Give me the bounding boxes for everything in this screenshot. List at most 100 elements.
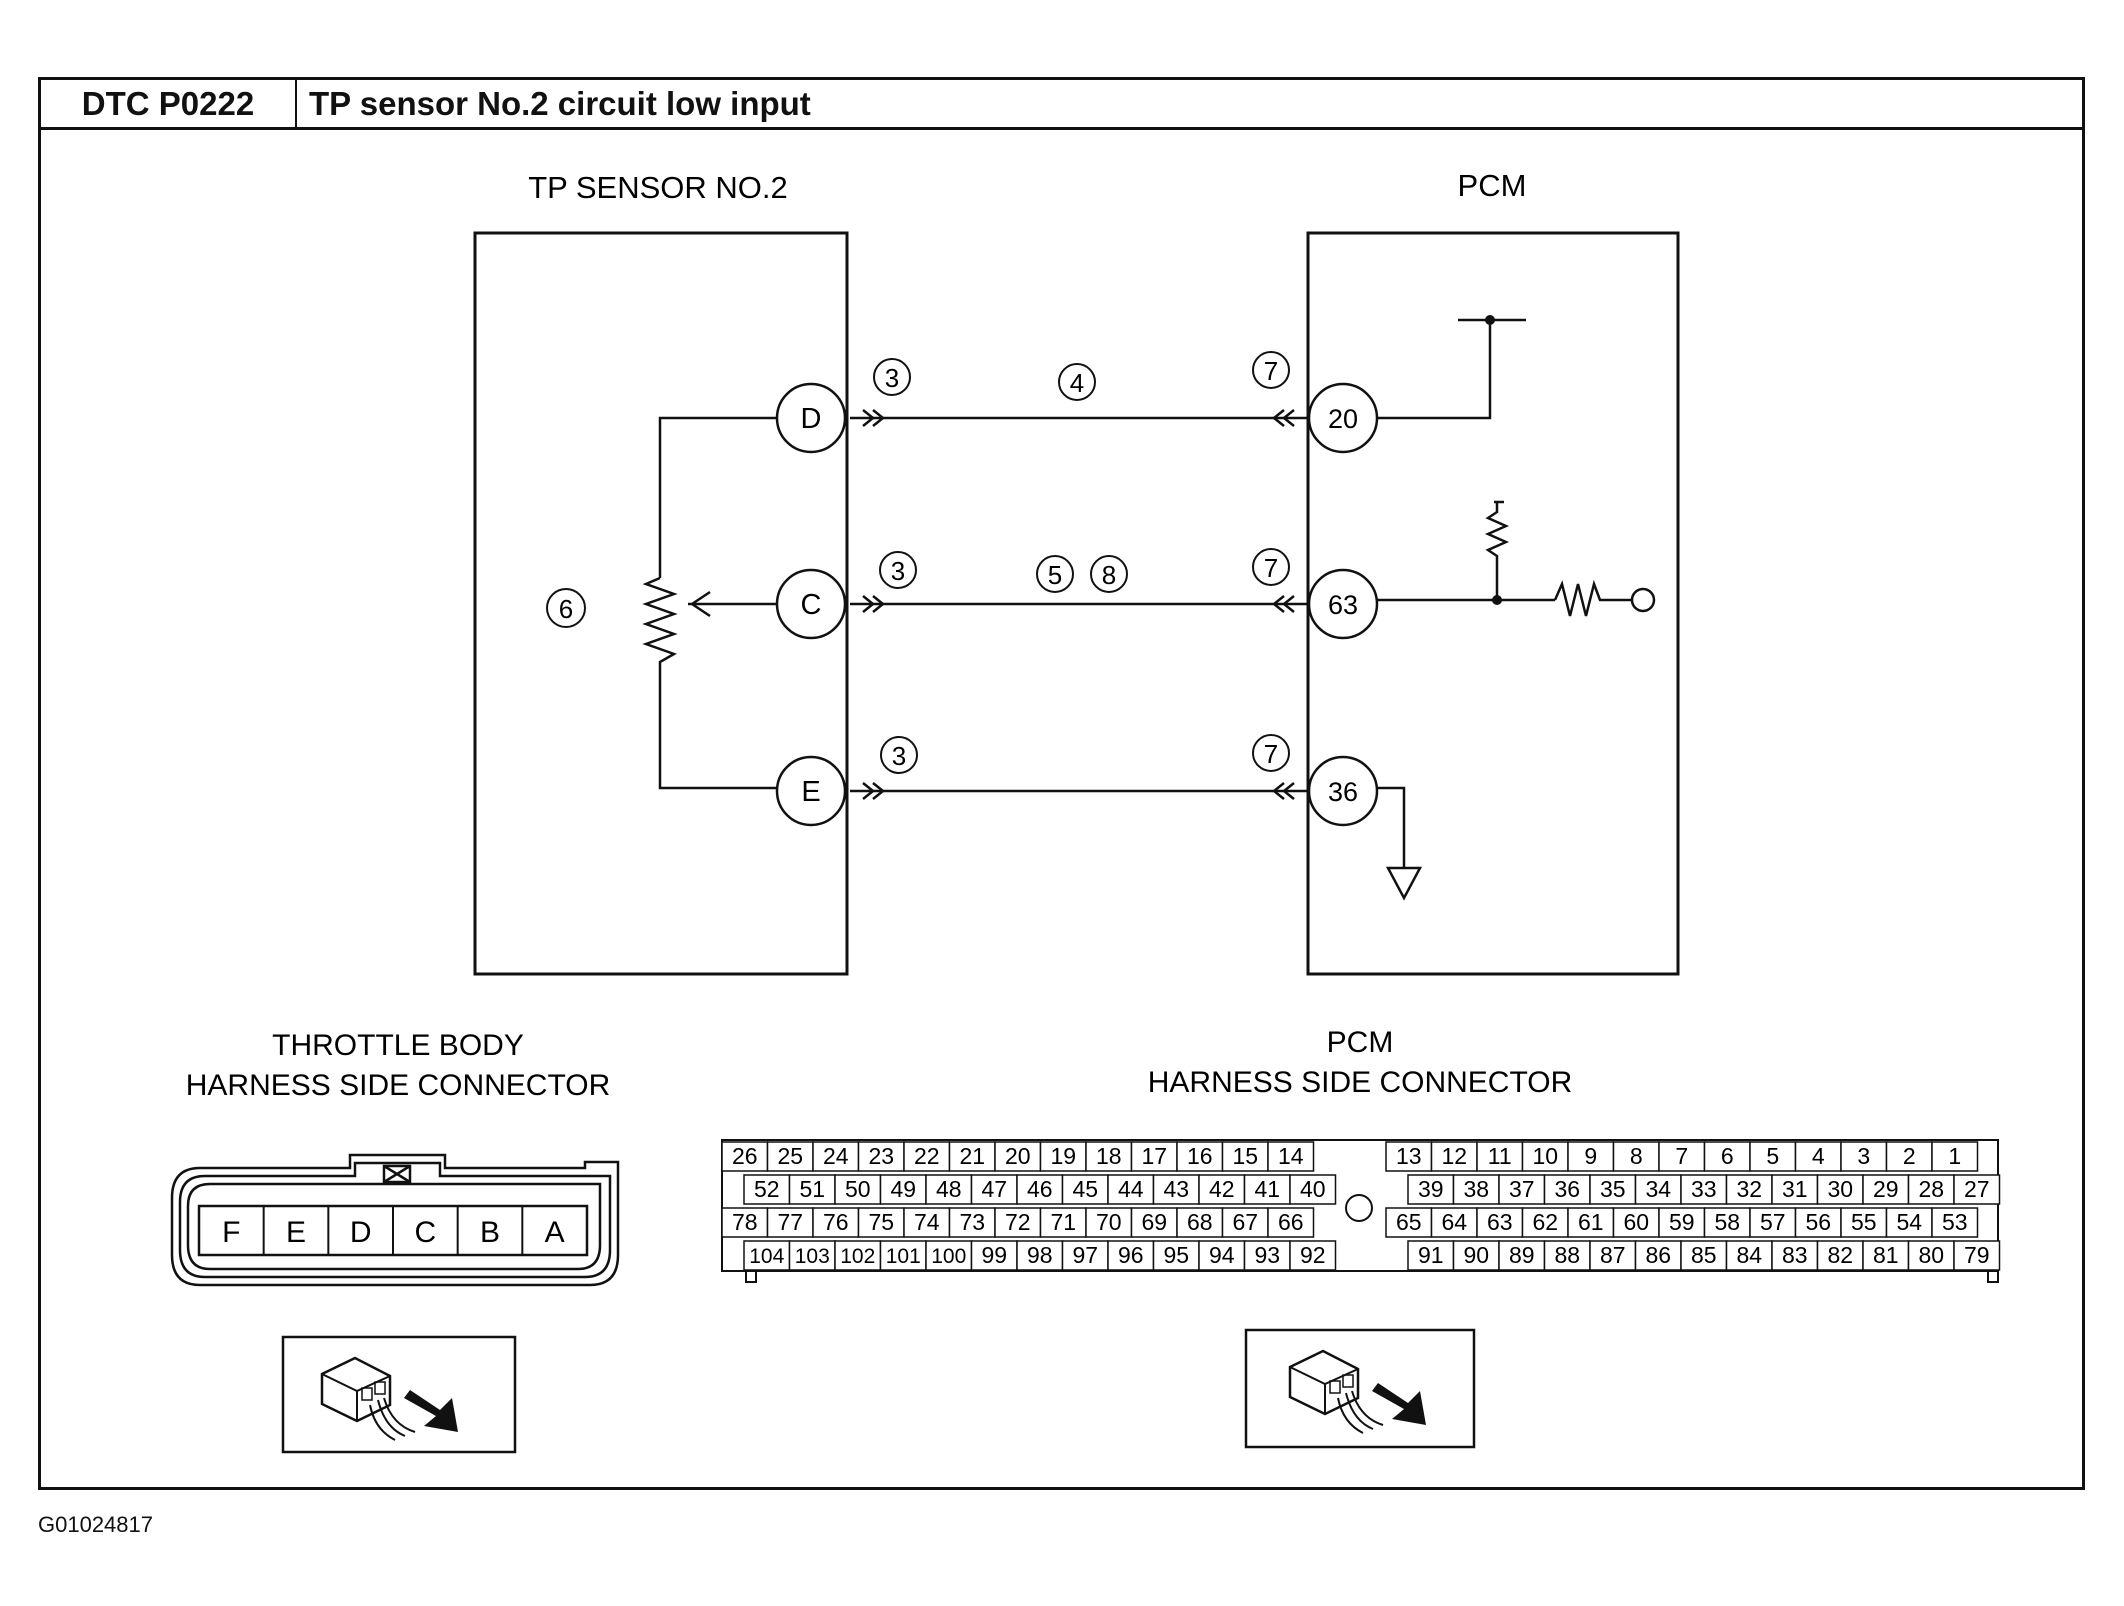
pcm-cell	[857, 1141, 905, 1172]
pcm-connector-label-2: HARNESS SIDE CONNECTOR	[1148, 1066, 1573, 1099]
figure-id: G01024817	[38, 1512, 153, 1537]
pcm-cell-5: 5	[1766, 1143, 1779, 1169]
pcm-cell	[1658, 1141, 1706, 1172]
pcm-cell-22: 22	[914, 1143, 940, 1169]
pcm-cell	[1612, 1141, 1660, 1172]
harness-wires	[850, 416, 1308, 793]
pcm-cell-13: 13	[1396, 1143, 1422, 1169]
pcm-cell-104: 104	[749, 1245, 784, 1268]
pcm-cell-54: 54	[1896, 1209, 1922, 1235]
pcm-cell-32: 32	[1736, 1176, 1762, 1202]
pcm-cell-92: 92	[1300, 1242, 1326, 1268]
pcm-junction-top	[1485, 315, 1495, 325]
pcm-cell-69: 69	[1141, 1209, 1167, 1235]
pcm-cell-11: 11	[1488, 1143, 1512, 1169]
callout-6-label: 6	[559, 594, 573, 624]
pcm-cell-56: 56	[1805, 1209, 1831, 1235]
pcm-cell-26: 26	[732, 1143, 758, 1169]
pcm-cell	[1452, 1240, 1500, 1271]
pcm-cell	[1931, 1207, 1979, 1238]
pcm-cell	[1061, 1240, 1109, 1271]
pcm-cell	[1953, 1174, 2001, 1205]
pcm-cell-101: 101	[886, 1245, 921, 1268]
pcm-cell	[1907, 1240, 1955, 1271]
pcm-cell-78: 78	[732, 1209, 758, 1235]
callout-8	[1090, 555, 1128, 593]
pcm-pin-63-label: 63	[1328, 590, 1358, 620]
pcm-cell	[1039, 1207, 1087, 1238]
pcm-cell-94: 94	[1209, 1242, 1235, 1268]
pcm-cell	[1289, 1174, 1337, 1205]
pcm-cell-86: 86	[1645, 1242, 1671, 1268]
callout-4-label: 4	[1070, 368, 1084, 398]
pcm-cell	[1862, 1240, 1910, 1271]
pcm-cell	[834, 1174, 882, 1205]
pcm-cell-81: 81	[1873, 1242, 1899, 1268]
pcm-cell-27: 27	[1964, 1176, 1990, 1202]
pcm-internal-wiring	[1376, 318, 1632, 901]
wiper-arrow	[689, 590, 711, 618]
sensor-block-label: TP SENSOR NO.2	[528, 170, 788, 205]
pcm-cell	[1543, 1240, 1591, 1271]
dtc-code: DTC P0222	[41, 80, 297, 127]
pcm-cell-21: 21	[959, 1143, 985, 1169]
sensor-pin-e-label: E	[801, 776, 820, 808]
pcm-cell	[1476, 1207, 1524, 1238]
pcm-cell	[879, 1174, 927, 1205]
sensor-pin-c-label: C	[801, 589, 822, 621]
pcm-pin-20	[1307, 382, 1379, 454]
pcm-cell-89: 89	[1509, 1242, 1535, 1268]
callout-7-20	[1252, 351, 1290, 389]
pcm-cell	[857, 1207, 905, 1238]
pcm-cell	[1289, 1240, 1337, 1271]
sensor-pin-c	[775, 568, 847, 640]
pcm-cell-103: 103	[795, 1245, 830, 1268]
pcm-cell	[1840, 1141, 1888, 1172]
pcm-cell	[1589, 1240, 1637, 1271]
pcm-cell	[1771, 1240, 1819, 1271]
pcm-cell	[766, 1207, 814, 1238]
pcm-cell	[1816, 1240, 1864, 1271]
sensor-block	[473, 231, 849, 976]
pcm-connector-label-1: PCM	[1327, 1026, 1394, 1059]
pcm-cell-99: 99	[981, 1242, 1007, 1268]
callout-3-d	[873, 358, 911, 396]
pcm-cell-64: 64	[1441, 1209, 1467, 1235]
pcm-cell-93: 93	[1254, 1242, 1280, 1268]
pcm-cell-28: 28	[1918, 1176, 1944, 1202]
pcm-cell-19: 19	[1050, 1143, 1076, 1169]
pcm-cell-33: 33	[1691, 1176, 1717, 1202]
pcm-cell	[1152, 1240, 1200, 1271]
pcm-cell-34: 34	[1645, 1176, 1671, 1202]
pcm-cell	[1452, 1174, 1500, 1205]
sensor-internal-wiring	[642, 416, 783, 790]
pcm-cell-57: 57	[1760, 1209, 1786, 1235]
pcm-cell-47: 47	[981, 1176, 1007, 1202]
pcm-cell-43: 43	[1163, 1176, 1189, 1202]
pcm-cell-37: 37	[1509, 1176, 1535, 1202]
pcm-pin-20-label: 20	[1328, 404, 1358, 434]
harness-view-icon-pcm	[1244, 1328, 1476, 1449]
pcm-block-label: PCM	[1458, 168, 1527, 203]
pcm-cell	[1430, 1141, 1478, 1172]
callout-3-c-label: 3	[891, 556, 905, 586]
pcm-cell	[1567, 1207, 1615, 1238]
pcm-cell	[1907, 1174, 1955, 1205]
throttle-connector-label-1: THROTTLE BODY	[272, 1029, 524, 1062]
diagram-frame: DTC P0222 TP sensor No.2 circuit low inp…	[38, 77, 2085, 1490]
pcm-cell-51: 51	[799, 1176, 825, 1202]
pcm-cell-8: 8	[1630, 1143, 1643, 1169]
callouts: 3 4 7 3 5 8 7 3 7 6	[546, 351, 1290, 774]
pcm-cell-12: 12	[1441, 1143, 1467, 1169]
callout-3-e-label: 3	[892, 741, 906, 771]
pcm-cell-7: 7	[1675, 1143, 1688, 1169]
pcm-cell-87: 87	[1600, 1242, 1626, 1268]
pcm-cell	[1107, 1240, 1155, 1271]
pcm-cell-83: 83	[1782, 1242, 1808, 1268]
throttle-connector-label-2: HARNESS SIDE CONNECTOR	[186, 1069, 611, 1102]
throttle-pin-f: F	[222, 1216, 240, 1249]
pcm-cell-17: 17	[1141, 1143, 1167, 1169]
pcm-cell	[1385, 1141, 1433, 1172]
